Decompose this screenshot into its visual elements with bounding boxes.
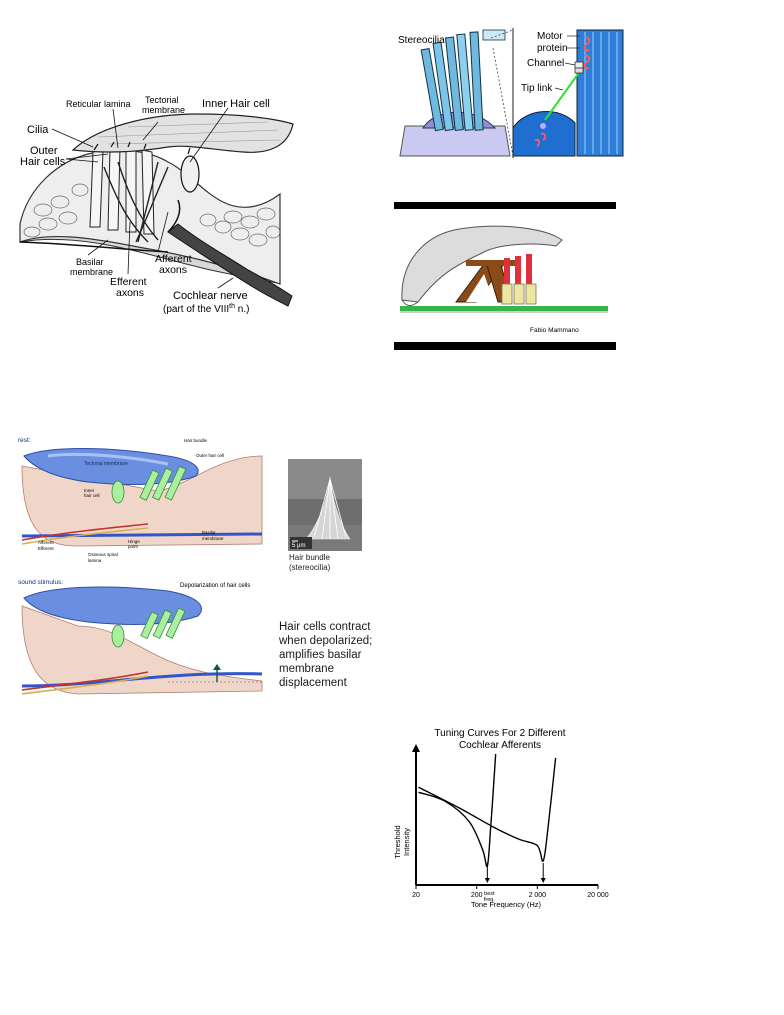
tuning-curves-svg: Tuning Curves For 2 Different Cochlear A… (393, 728, 609, 909)
label-outer-hair-cell: Outer hair cell (196, 453, 224, 458)
sem-image: 5 μm (288, 459, 362, 551)
label-tip-link: Tip link (521, 83, 553, 94)
x-tick-label: 20 000 (587, 892, 609, 899)
label-motor-2: protein (537, 43, 568, 54)
best-freq-annotation-line2: freq. (484, 897, 495, 903)
label-tectorial-membrane: Tectorial membrane (84, 461, 128, 467)
best-frequency-arrowhead (484, 878, 490, 883)
sem-caption: Hair bundle (stereocilia) (289, 553, 330, 573)
tuning-curve-series-1 (418, 754, 497, 868)
organ-of-corti-drawing: Reticular lamina Tectorial membrane Inne… (19, 95, 294, 315)
chart-title-line2: Cochlear Afferents (459, 740, 541, 751)
label-cochlear-nerve: Cochlear nerve (173, 290, 248, 302)
y-axis-label-line2: Intensity (402, 828, 411, 856)
label-hair-bundle-top: Hair bundle (184, 438, 208, 443)
organ-of-corti-figure: Reticular lamina Tectorial membrane Inne… (18, 92, 308, 320)
note-line-3: amplifies basilar (279, 649, 362, 661)
label-osseous-1: Osseous spiral (88, 552, 118, 557)
stereocilia-figure: Stereocilia Motor protein Channel Tip li… (395, 28, 625, 158)
best-frequency-arrowhead (540, 878, 546, 883)
note-line-2: when depolarized; (279, 635, 373, 647)
note-line-1: Hair cells contract (279, 621, 371, 633)
label-hinge-2: point (128, 544, 139, 549)
cochlear-animation-still: Fabio Mammano (394, 202, 616, 350)
label-tectorial-1: Tectorial (145, 95, 179, 105)
note-line-4: membrane (279, 663, 334, 675)
label-viii-nerve: (part of the VIIIth n.) (163, 303, 249, 315)
label-outer-1: Outer (30, 145, 58, 157)
x-tick-label: 20 (412, 892, 420, 899)
x-tick-label: 200 (471, 892, 483, 899)
sem-caption-line2: (stereocilia) (289, 563, 331, 572)
animation-drawing: Fabio Mammano (394, 202, 616, 350)
x-tick-label: 2 000 (529, 892, 547, 899)
y-axis-arrowhead (412, 744, 420, 752)
label-depolarization: Depolarization of hair cells (180, 583, 250, 589)
label-basilar-2: membrane (70, 267, 113, 277)
label-rest: rest: (18, 437, 31, 444)
label-basilar-1: Basilar (76, 257, 104, 267)
label-inner-2: hair cell (84, 493, 100, 498)
label-basilar-2: membrane (202, 536, 224, 541)
sem-hair-bundle-figure: 5 μm (288, 459, 362, 551)
stereocilia-drawing: Stereocilia Motor protein Channel Tip li… (395, 28, 625, 158)
hair-cell-contraction-note: Hair cells contract when depolarized; am… (279, 620, 399, 690)
label-afferent-2: axons (159, 264, 187, 276)
label-inner-hair-cell: Inner Hair cell (202, 98, 270, 110)
animation-credit: Fabio Mammano (530, 327, 579, 334)
y-axis-label-line1: Threshold (393, 825, 402, 858)
label-afferent: Afferent (38, 540, 54, 545)
label-reticular-lamina: Reticular lamina (66, 99, 131, 109)
label-tectorial-2: membrane (142, 105, 185, 115)
label-inner-1: Inner (84, 488, 95, 493)
label-hinge-1: Hinge (128, 539, 140, 544)
label-afferent-1: Afferent (155, 253, 192, 265)
label-stereocilia: Stereocilia (398, 35, 445, 46)
label-channel: Channel (527, 58, 564, 69)
note-line-5: displacement (279, 677, 347, 689)
sem-scale-bar: 5 μm (292, 543, 305, 549)
label-efferent: Efferent (38, 546, 54, 551)
label-efferent-1: Efferent (110, 276, 147, 288)
label-motor-1: Motor (537, 31, 563, 42)
label-efferent-2: axons (116, 287, 144, 299)
tuning-curves-chart: Tuning Curves For 2 Different Cochlear A… (388, 722, 612, 912)
best-freq-annotation-line1: best (484, 891, 495, 897)
sem-caption-line1: Hair bundle (289, 553, 330, 562)
x-axis-label: Tone Frequency (Hz) (471, 900, 542, 909)
hair-cell-motility-figure: rest: Hair bundle Outer hair cell Tector… (18, 436, 268, 706)
motility-drawing: rest: Hair bundle Outer hair cell Tector… (18, 437, 263, 695)
label-cilia: Cilia (27, 124, 49, 136)
label-outer-2: Hair cells (20, 156, 66, 168)
label-sound-stimulus: sound stimulus: (18, 579, 63, 586)
label-basilar-1: Basilar (202, 530, 216, 535)
label-osseous-2: lamina (88, 558, 102, 563)
chart-title-line1: Tuning Curves For 2 Different (434, 728, 565, 739)
tuning-curve-series-2 (418, 757, 557, 862)
